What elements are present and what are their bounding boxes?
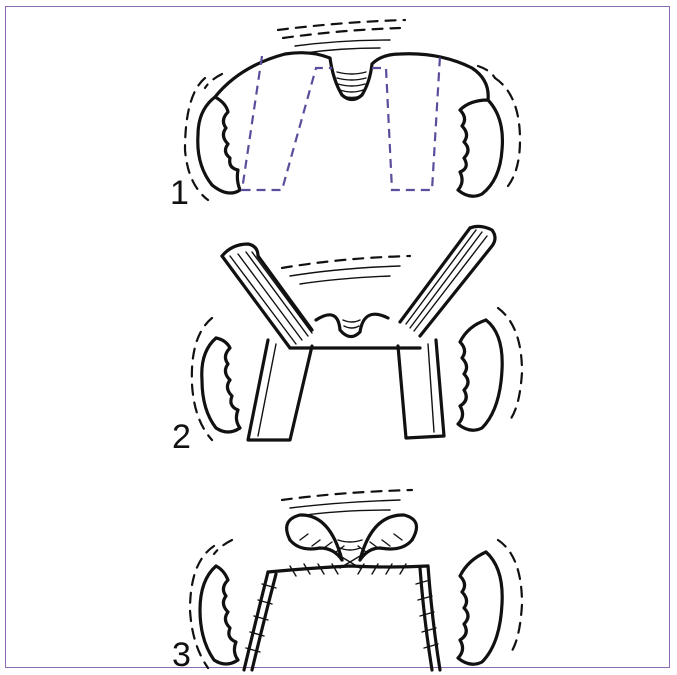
panel-label-3: 3 xyxy=(172,638,191,672)
panel-label-1: 1 xyxy=(170,176,189,210)
panel-2-drawing xyxy=(192,226,522,440)
panel-3-drawing xyxy=(190,490,522,670)
panel-1-drawing xyxy=(185,20,520,200)
panel-label-2: 2 xyxy=(172,420,191,454)
